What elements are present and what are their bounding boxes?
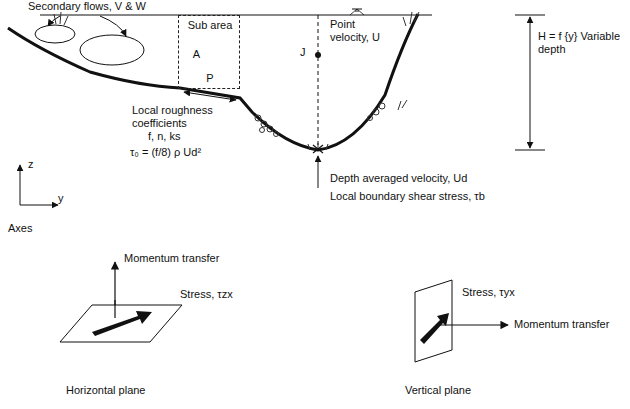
arrow-label: Momentum transfer — [514, 318, 609, 331]
area-title: Sub area — [188, 19, 233, 32]
arrow-label: Momentum transfer — [124, 252, 219, 265]
callout-label: Point velocity, U — [330, 18, 394, 44]
point-label: J — [300, 46, 306, 59]
perimeter-symbol: P — [206, 72, 213, 85]
callout-label: Depth averaged velocity, Ud — [330, 172, 467, 185]
plane-caption: Horizontal plane — [66, 384, 146, 397]
symbol-label: f, n, ks — [148, 130, 180, 143]
callout-label: Local boundary shear stress, τb — [330, 190, 485, 203]
plane-caption: Vertical plane — [405, 384, 471, 397]
callout-label: Secondary flows, V & W — [28, 0, 146, 13]
dimension-label: H = f {y} Variable depth — [538, 30, 626, 56]
formula-label: τ₀ = (f/8) ρ Ud² — [130, 146, 201, 159]
callout-label: Local roughness coefficients — [132, 104, 232, 130]
stress-label: Stress, τyx — [462, 286, 515, 299]
axis-label: y — [58, 192, 64, 205]
axis-label: z — [28, 158, 34, 171]
axis-title: Axes — [8, 222, 32, 235]
area-symbol: A — [193, 48, 200, 61]
sub-area-box: Sub areaAP — [178, 15, 240, 89]
stress-label: Stress, τzx — [180, 288, 233, 301]
